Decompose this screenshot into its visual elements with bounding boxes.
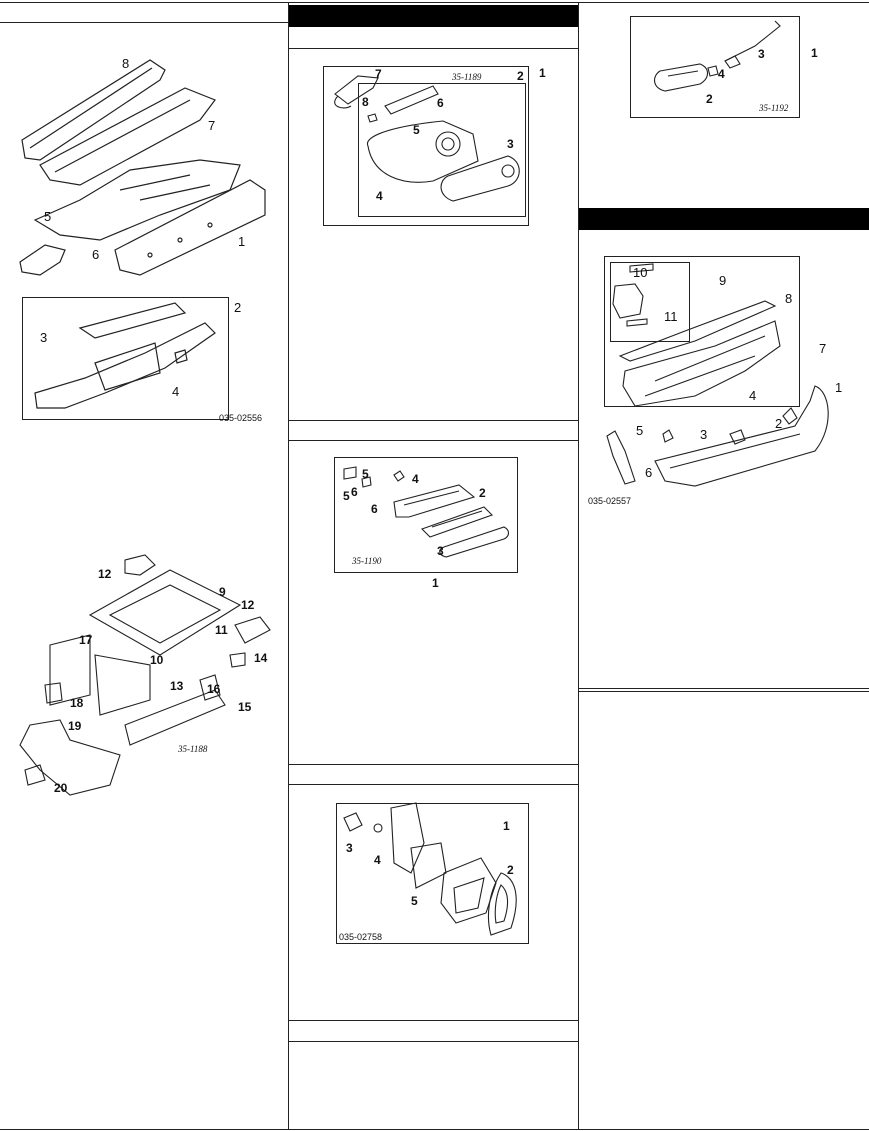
col2-rule-2 — [289, 420, 578, 421]
callout-8: 8 — [122, 56, 130, 71]
callout-2: 2 — [517, 69, 524, 83]
callout-6: 6 — [437, 96, 444, 110]
callout-6b: 6 — [371, 502, 378, 516]
callout-7: 7 — [375, 67, 382, 81]
callout-16: 16 — [207, 682, 221, 696]
callout-6: 6 — [92, 247, 100, 262]
figure-code: 35-1189 — [452, 72, 482, 82]
side-marker-drawing — [654, 20, 781, 92]
rear-bumper-drawing — [606, 263, 829, 487]
col2-rule-3 — [289, 440, 578, 441]
callout-2: 2 — [706, 92, 713, 106]
page-top-rule — [0, 2, 869, 3]
callout-10: 10 — [150, 653, 164, 667]
callout-18: 18 — [70, 696, 84, 710]
callout-2: 2 — [775, 416, 783, 431]
callout-3: 3 — [40, 330, 48, 345]
callout-5: 5 — [44, 209, 52, 224]
column-divider-1 — [288, 2, 289, 1130]
inner-box-9 — [610, 262, 690, 342]
col2-rule-5 — [289, 784, 578, 785]
callout-1: 1 — [539, 66, 546, 80]
callout-3: 3 — [346, 841, 353, 855]
callout-1: 1 — [811, 46, 818, 60]
callout-4: 4 — [412, 472, 419, 486]
col2-rule-6 — [289, 1020, 578, 1021]
floor-assembly-drawing — [19, 554, 271, 796]
figure-code: 035-02556 — [219, 413, 263, 423]
callout-2: 2 — [234, 300, 242, 315]
callout-7: 7 — [208, 118, 216, 133]
outer-box — [604, 256, 800, 407]
rear-panel-drawing — [19, 59, 266, 276]
figure-code: 035-02557 — [588, 496, 632, 506]
callout-9: 9 — [219, 585, 226, 599]
callout-6a: 6 — [351, 485, 358, 499]
figure-code: 35-1190 — [352, 556, 382, 566]
callout-13: 13 — [170, 679, 184, 693]
subassembly-box-2 — [22, 297, 229, 420]
callout-4: 4 — [718, 67, 725, 81]
callout-5b: 5 — [343, 489, 350, 503]
callout-5: 5 — [413, 123, 420, 137]
callout-14: 14 — [254, 651, 268, 665]
callout-2: 2 — [507, 863, 514, 877]
callout-1: 1 — [432, 576, 439, 590]
callout-1: 1 — [503, 819, 510, 833]
callout-4: 4 — [749, 388, 757, 403]
callout-1: 1 — [238, 234, 246, 249]
col2-rule-7 — [289, 1041, 578, 1042]
callout-3: 3 — [700, 427, 708, 442]
figure-box — [630, 16, 800, 118]
callout-19: 19 — [68, 719, 82, 733]
callout-5: 5 — [411, 894, 418, 908]
col1-section-rule — [0, 22, 288, 23]
inner-box-2 — [358, 83, 526, 217]
callout-12b: 12 — [241, 598, 255, 612]
col2-rule-4 — [289, 764, 578, 765]
page-bottom-rule — [0, 1129, 869, 1130]
callout-7: 7 — [819, 341, 827, 356]
figure-box — [334, 457, 518, 573]
callout-9: 9 — [719, 273, 727, 288]
callout-4: 4 — [376, 189, 383, 203]
figure-code: 35-1188 — [178, 744, 208, 754]
callout-8: 8 — [362, 95, 369, 109]
callout-12a: 12 — [98, 567, 112, 581]
callout-6: 6 — [645, 465, 653, 480]
callout-3: 3 — [437, 544, 444, 558]
callout-2: 2 — [479, 486, 486, 500]
callout-11: 11 — [664, 309, 678, 324]
subassembly-2-drawing — [34, 302, 216, 409]
callout-10: 10 — [633, 265, 648, 280]
callout-20: 20 — [54, 781, 68, 795]
figure-box — [336, 803, 529, 944]
figure-code: 35-1192 — [759, 103, 789, 113]
callout-5: 5 — [636, 423, 644, 438]
callout-5a: 5 — [362, 467, 369, 481]
figure-code: 035-02758 — [339, 932, 383, 942]
callout-3: 3 — [507, 137, 514, 151]
callout-3: 3 — [758, 47, 765, 61]
col3-double-rule-b — [579, 691, 869, 692]
callout-4: 4 — [172, 384, 180, 399]
column-divider-2 — [578, 2, 579, 1130]
outer-box — [323, 66, 529, 226]
callout-8: 8 — [785, 291, 793, 306]
combination-lamp-drawing — [343, 802, 517, 936]
license-lamp-drawing — [343, 466, 510, 558]
col2-rule-1 — [289, 48, 578, 49]
callout-11: 11 — [215, 623, 228, 637]
callout-4: 4 — [374, 853, 381, 867]
lamp-assembly-drawing — [334, 75, 520, 202]
col2-section-bar — [289, 5, 578, 27]
col3-section-bar — [579, 208, 869, 230]
callout-15: 15 — [238, 700, 252, 714]
callout-17: 17 — [79, 633, 93, 647]
col3-double-rule-a — [579, 688, 869, 689]
callout-1: 1 — [835, 380, 843, 395]
